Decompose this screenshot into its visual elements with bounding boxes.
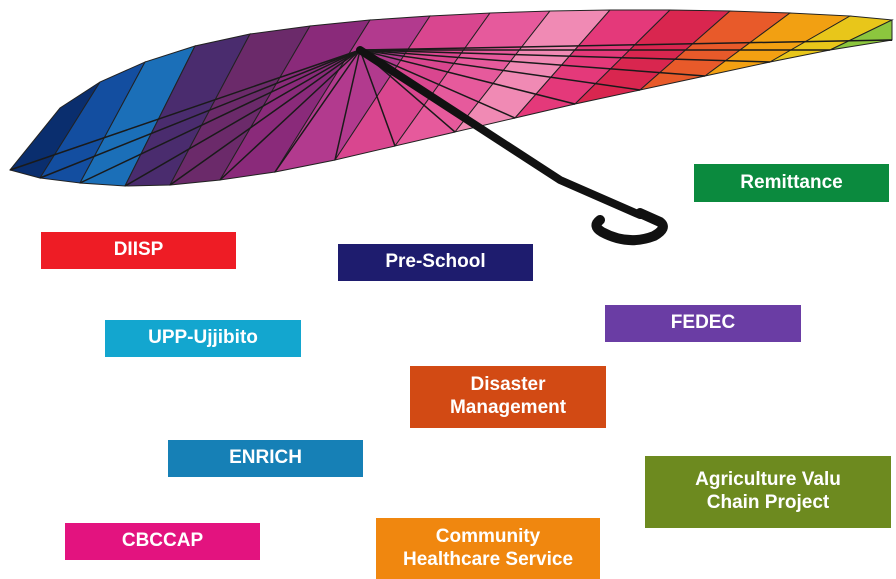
umbrella-rib xyxy=(359,39,893,51)
umbrella-rib xyxy=(79,49,361,184)
umbrella-shaft xyxy=(356,46,644,219)
umbrella-rib xyxy=(334,49,361,161)
umbrella-rib xyxy=(359,49,576,105)
fedec-label: FEDEC xyxy=(605,305,801,342)
disaster-management-label: Disaster Management xyxy=(410,366,606,428)
umbrella-rib xyxy=(219,49,361,181)
pre-school-label: Pre-School xyxy=(338,244,533,281)
agriculture-value-chain-label: Agriculture Valu Chain Project xyxy=(645,456,891,528)
umbrella-rib xyxy=(359,49,641,91)
umbrella-rib xyxy=(359,49,396,147)
community-healthcare-label: Community Healthcare Service xyxy=(376,518,600,579)
umbrella-rib xyxy=(124,49,361,187)
umbrella-rib xyxy=(9,49,361,171)
umbrella-rib xyxy=(169,49,361,186)
umbrella-icon xyxy=(9,9,894,246)
cbccap-label: CBCCAP xyxy=(65,523,260,560)
diisp-label: DIISP xyxy=(41,232,236,269)
upp-ujjibito-label: UPP-Ujjibito xyxy=(105,320,301,357)
umbrella-rib xyxy=(39,49,361,179)
umbrella-handle xyxy=(591,208,668,246)
umbrella-canopy xyxy=(9,9,894,187)
umbrella-rib xyxy=(359,49,516,119)
umbrella-rib xyxy=(274,49,361,173)
remittance-label: Remittance xyxy=(694,164,889,202)
umbrella-rib xyxy=(359,49,771,63)
umbrella-rib xyxy=(359,49,706,77)
enrich-label: ENRICH xyxy=(168,440,363,477)
umbrella-panel xyxy=(829,19,893,51)
